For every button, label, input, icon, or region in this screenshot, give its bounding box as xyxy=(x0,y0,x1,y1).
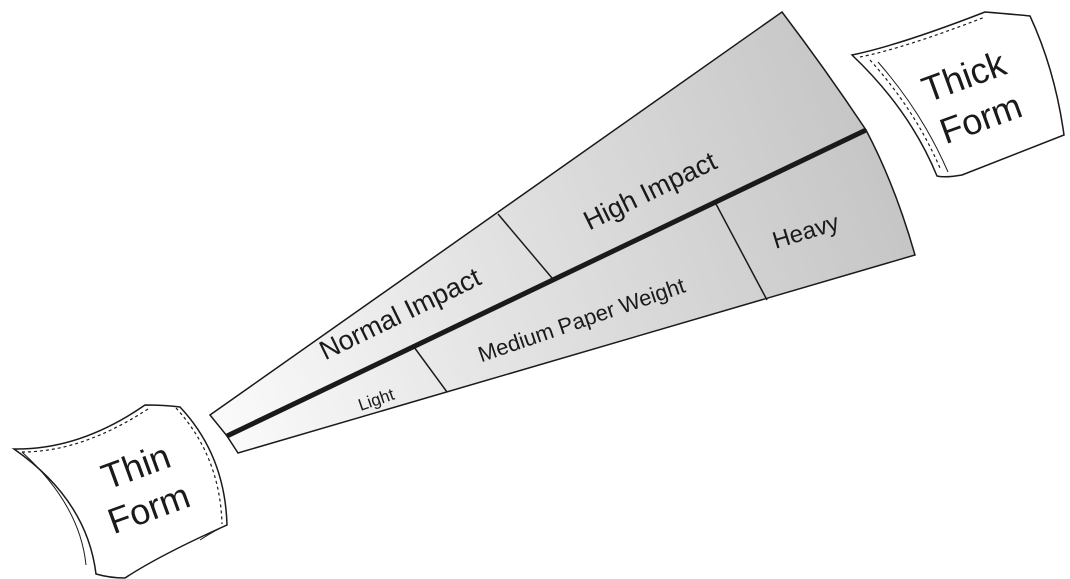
paper-thickness-diagram: Normal Impact High Impact Light Medium P… xyxy=(0,0,1070,579)
